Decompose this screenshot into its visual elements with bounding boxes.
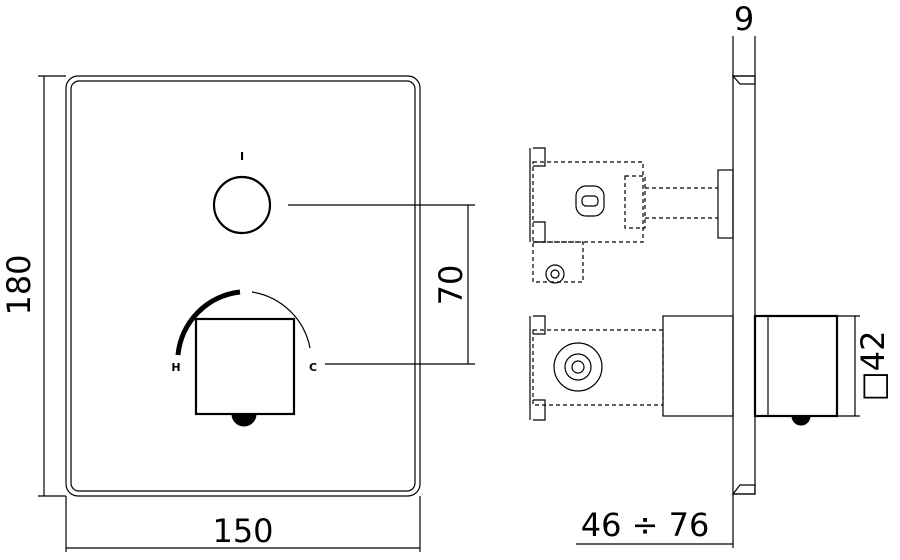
side-plate-bevel-bottom xyxy=(731,484,756,495)
lower-cartridge-core xyxy=(571,360,585,374)
lower-sleeve xyxy=(662,315,734,417)
lower-cartridge-inner xyxy=(564,353,592,381)
cold-arc xyxy=(251,291,311,349)
middle-fitting xyxy=(545,264,565,284)
dim-9-label: 9 xyxy=(734,0,754,38)
cover-plate-inner xyxy=(70,80,416,492)
upper-nut xyxy=(624,175,646,229)
cold-label: C xyxy=(309,361,317,374)
upper-stem xyxy=(645,187,718,219)
side-view: 9 □42 46 ÷ 76 xyxy=(529,0,892,548)
upper-body xyxy=(532,161,644,243)
side-plate xyxy=(732,75,756,495)
middle-fitting-inner xyxy=(550,269,560,279)
upper-port xyxy=(575,185,605,217)
hot-label: H xyxy=(171,361,180,374)
thermostat-handle xyxy=(194,317,296,416)
dim-70-label: 70 xyxy=(432,265,470,306)
dim-42-label: □42 xyxy=(854,331,892,402)
lower-bracket xyxy=(533,315,546,421)
front-view: I H C 70 180 150 xyxy=(0,75,475,552)
upper-stem-collar xyxy=(717,169,734,239)
lower-cartridge xyxy=(553,342,603,392)
upper-bracket xyxy=(533,147,546,243)
dim-180-label: 180 xyxy=(0,254,38,315)
upper-port-inner xyxy=(581,195,599,207)
side-handle-knob xyxy=(791,415,811,426)
handle-bottom-knob xyxy=(231,413,257,427)
hot-arc xyxy=(175,289,241,356)
selector-mark-label: I xyxy=(240,150,244,163)
lower-body xyxy=(532,329,664,406)
dim-150-label: 150 xyxy=(212,512,273,550)
selector-knob xyxy=(212,175,272,235)
side-handle xyxy=(753,314,839,418)
cover-plate-outer xyxy=(65,75,421,497)
dim-46-76-label: 46 ÷ 76 xyxy=(581,506,710,544)
side-plate-bevel-top xyxy=(731,75,756,85)
